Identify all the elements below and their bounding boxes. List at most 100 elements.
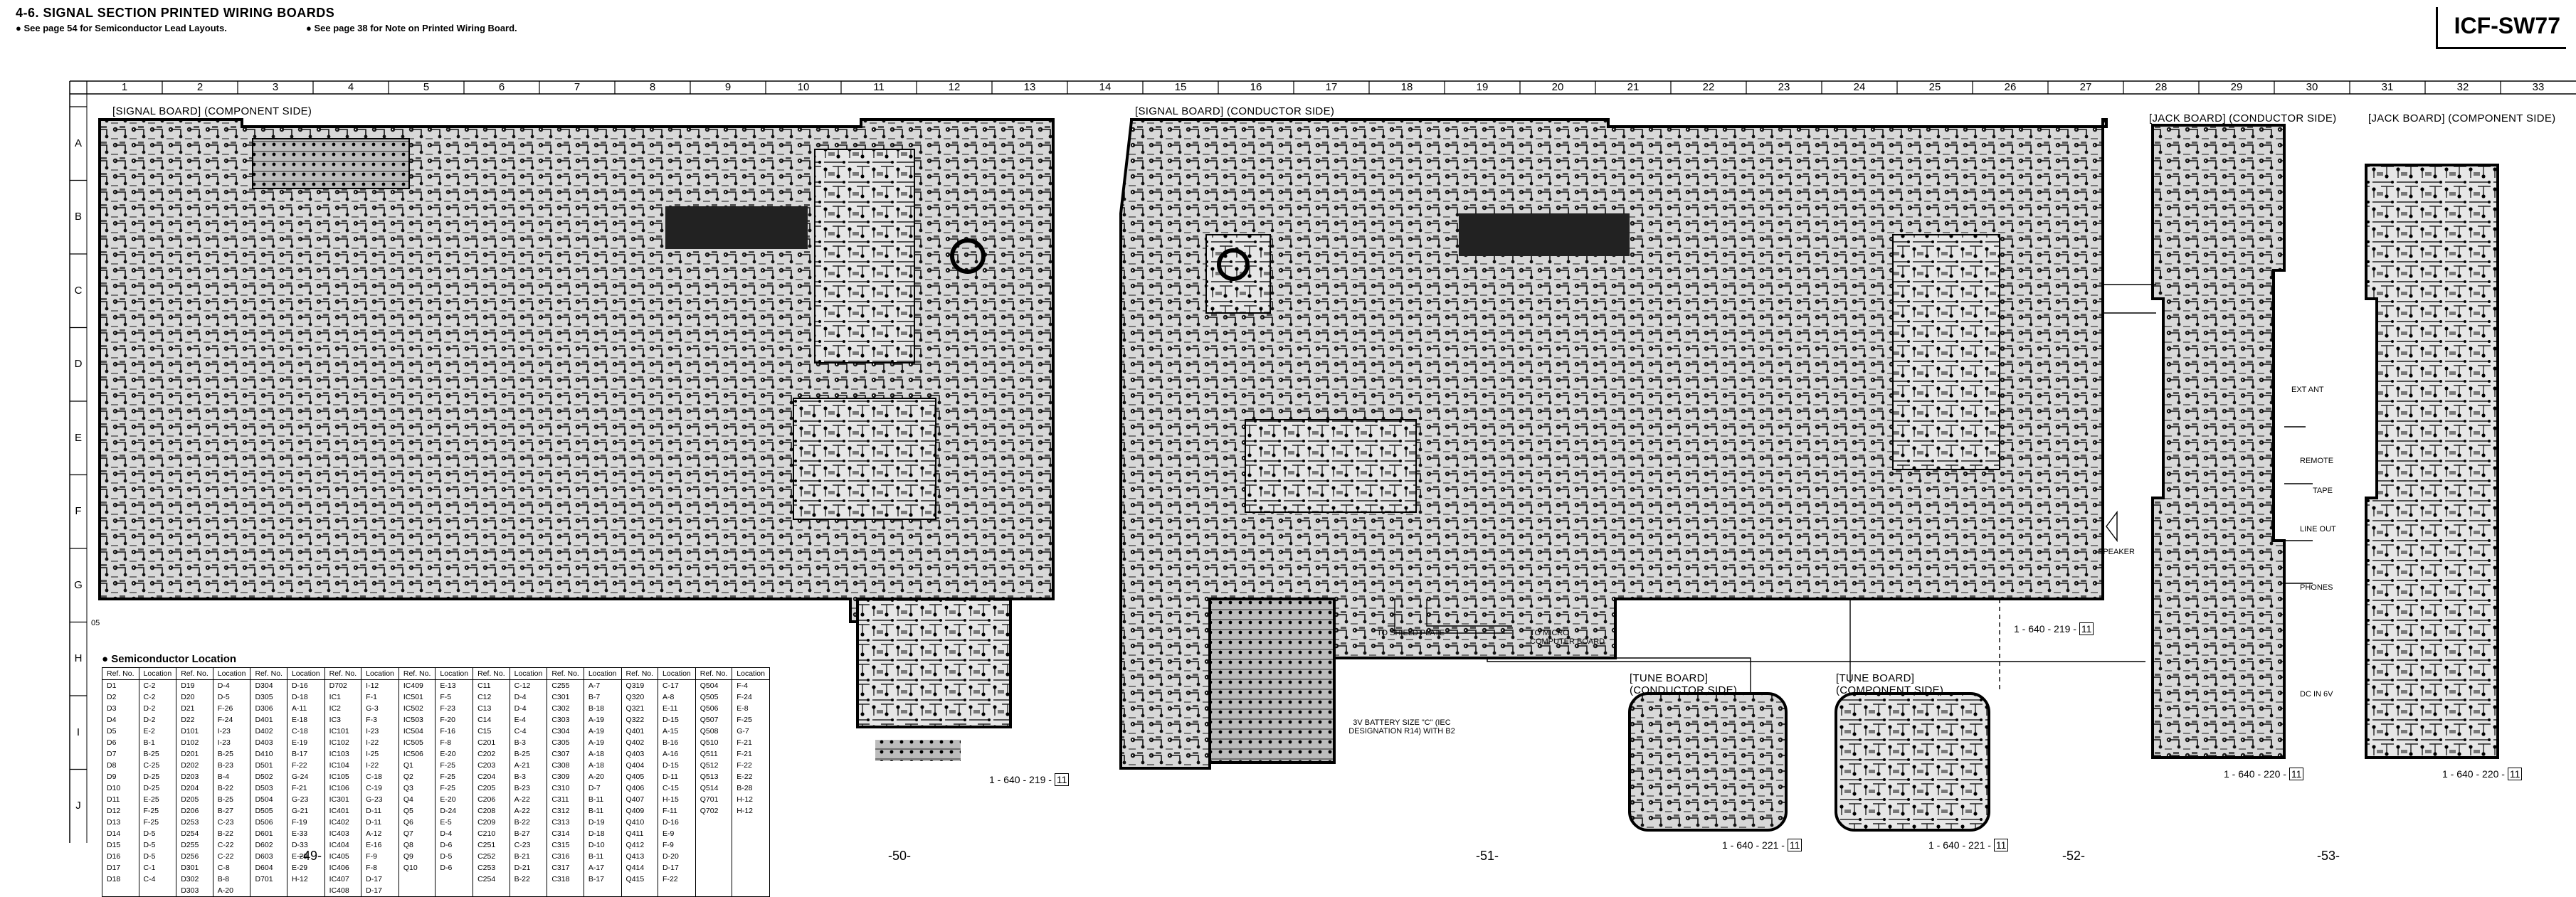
table-header: Ref. No. xyxy=(250,667,287,680)
table-cell: D-15 xyxy=(658,714,696,726)
table-cell: B-17 xyxy=(584,874,622,885)
column-label: 3 xyxy=(272,81,279,93)
column-label: 14 xyxy=(1099,81,1112,93)
table-cell: A-11 xyxy=(287,703,325,714)
table-cell: E-20 xyxy=(435,748,474,760)
table-cell: D604 xyxy=(250,862,287,874)
table-cell: F-4 xyxy=(732,679,770,691)
table-cell: A-16 xyxy=(658,748,696,760)
table-cell: D-16 xyxy=(658,817,696,828)
column-label: 4 xyxy=(347,81,354,93)
table-cell: IC501 xyxy=(398,691,436,703)
table-cell: C302 xyxy=(547,703,584,714)
table-cell xyxy=(139,885,177,897)
table-cell: F-24 xyxy=(213,714,251,726)
table-header: Location xyxy=(732,667,770,680)
table-cell: Q506 xyxy=(695,703,733,714)
table-cell xyxy=(695,828,733,839)
table-cell: C251 xyxy=(473,839,510,851)
table-cell: D-17 xyxy=(658,862,696,874)
table-cell: Q5 xyxy=(398,805,436,817)
table-cell: B-18 xyxy=(584,703,622,714)
table-cell: D205 xyxy=(176,794,213,805)
table-cell: D-4 xyxy=(213,679,251,691)
table-cell: Q4 xyxy=(398,794,436,805)
table-cell: D502 xyxy=(250,771,287,782)
annotation-dc-in: DC IN 6V xyxy=(2300,690,2333,699)
column-label: 9 xyxy=(724,81,732,93)
annotation-remote: REMOTE xyxy=(2300,457,2334,465)
table-cell: E-25 xyxy=(139,794,177,805)
table-cell: Q415 xyxy=(621,874,659,885)
column-label: 15 xyxy=(1174,81,1187,93)
model-box xyxy=(2436,7,2566,49)
table-cell: E-29 xyxy=(287,862,325,874)
table-cell xyxy=(621,885,659,897)
table-cell: IC409 xyxy=(398,679,436,691)
table-cell: F-25 xyxy=(732,714,770,726)
table-cell: D505 xyxy=(250,805,287,817)
semiconductor-title: ● Semiconductor Location xyxy=(102,653,237,665)
table-cell: D702 xyxy=(324,679,362,691)
table-cell: Q319 xyxy=(621,679,659,691)
table-cell: G-3 xyxy=(361,703,399,714)
table-cell xyxy=(435,874,474,885)
table-cell: A-21 xyxy=(510,760,548,771)
table-cell: D601 xyxy=(250,828,287,839)
table-cell: IC3 xyxy=(324,714,362,726)
table-cell: IC401 xyxy=(324,805,362,817)
table-header: Ref. No. xyxy=(398,667,436,680)
partno-signal-component: 1 - 640 - 219 - 11 xyxy=(989,773,1070,786)
table-cell xyxy=(732,828,770,839)
table-cell: C255 xyxy=(547,679,584,691)
table-cell: F-25 xyxy=(435,771,474,782)
table-cell: D101 xyxy=(176,726,213,737)
table-cell: IC403 xyxy=(324,828,362,839)
table-cell: D-17 xyxy=(361,874,399,885)
table-cell: B-11 xyxy=(584,794,622,805)
table-cell: C317 xyxy=(547,862,584,874)
table-cell xyxy=(547,885,584,897)
table-cell: D-4 xyxy=(510,703,548,714)
table-cell: D102 xyxy=(176,737,213,748)
row-label: D xyxy=(74,358,83,371)
table-cell: D10 xyxy=(102,782,139,794)
table-cell xyxy=(695,885,733,897)
table-header: Location xyxy=(139,667,177,680)
table-cell: G-24 xyxy=(287,771,325,782)
table-cell: F-5 xyxy=(435,691,474,703)
table-cell: Q2 xyxy=(398,771,436,782)
table-cell: C316 xyxy=(547,851,584,862)
table-cell xyxy=(287,885,325,897)
table-cell: D-10 xyxy=(584,839,622,851)
table-header: Ref. No. xyxy=(473,667,510,680)
table-cell: C312 xyxy=(547,805,584,817)
table-cell: Q406 xyxy=(621,782,659,794)
partno-tune-component: 1 - 640 - 221 - 11 xyxy=(1928,839,2009,851)
table-cell: D-16 xyxy=(287,679,325,691)
column-label: 13 xyxy=(1023,81,1036,93)
table-cell: A-19 xyxy=(584,737,622,748)
column-label: 12 xyxy=(948,81,961,93)
table-cell: C-22 xyxy=(213,851,251,862)
table-cell: F-21 xyxy=(732,737,770,748)
table-cell: C-18 xyxy=(287,726,325,737)
table-cell: F-25 xyxy=(139,817,177,828)
table-cell: I-23 xyxy=(361,726,399,737)
table-cell: I-23 xyxy=(213,726,251,737)
table-cell: B-1 xyxy=(139,737,177,748)
table-cell: D12 xyxy=(102,805,139,817)
table-cell: D603 xyxy=(250,851,287,862)
table-cell: B-7 xyxy=(584,691,622,703)
table-cell: D-11 xyxy=(658,771,696,782)
table-cell: F-25 xyxy=(139,805,177,817)
table-cell: D255 xyxy=(176,839,213,851)
page-number-50: -50- xyxy=(888,849,912,863)
table-cell: E-16 xyxy=(361,839,399,851)
table-cell xyxy=(695,862,733,874)
table-cell: A-8 xyxy=(658,691,696,703)
table-cell: D-6 xyxy=(435,839,474,851)
